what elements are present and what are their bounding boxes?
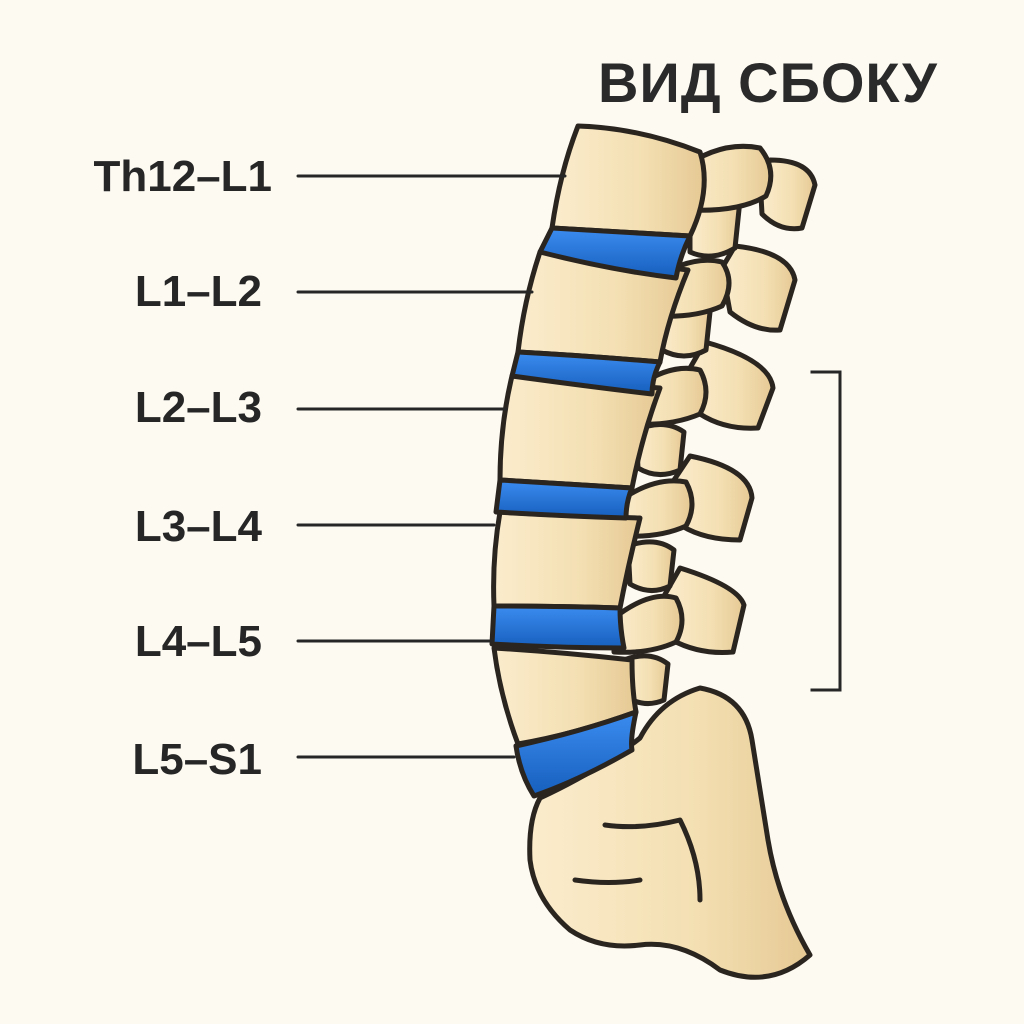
lumbar-bracket — [812, 372, 840, 690]
disc-l2-l3 — [496, 480, 632, 518]
vertebral-body-l3 — [494, 512, 640, 608]
vertebral-body-th12 — [552, 126, 704, 236]
spinous-process-l2 — [722, 246, 795, 330]
disc-l3-l4 — [492, 606, 624, 648]
sacrum-ridge-2 — [575, 880, 640, 883]
